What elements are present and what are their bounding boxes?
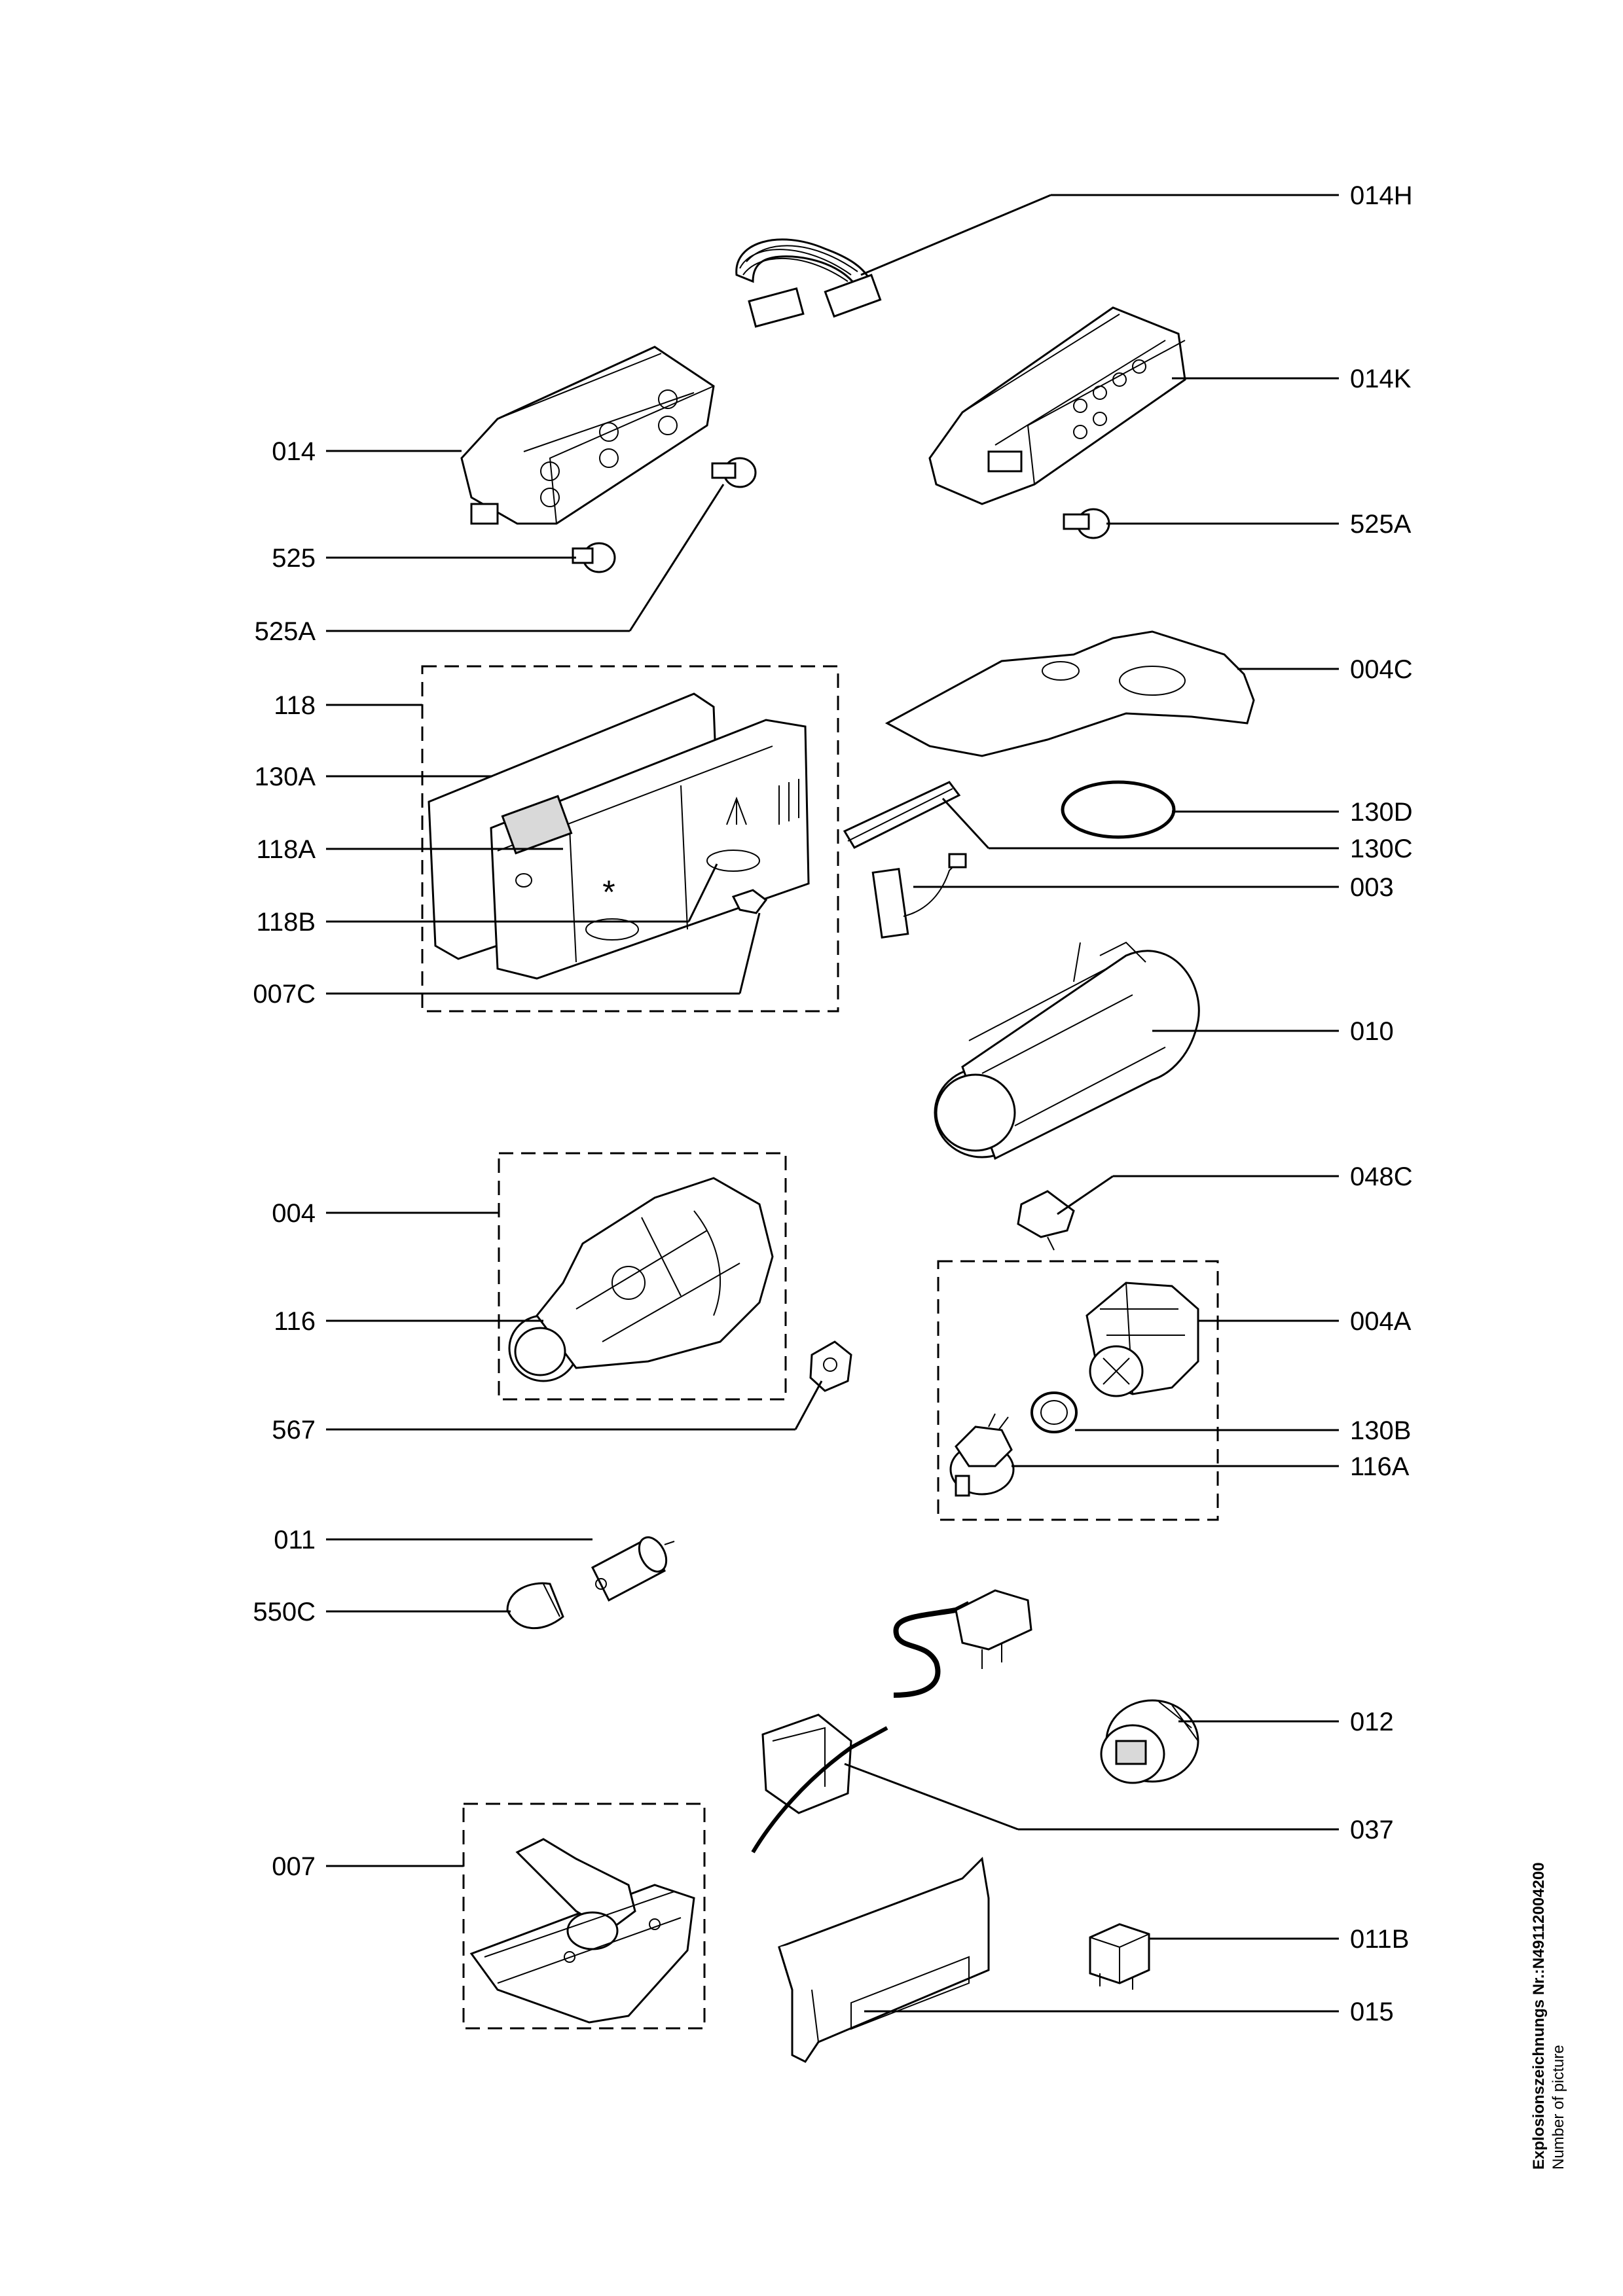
label-014: 014 xyxy=(272,437,316,466)
label-130B: 130B xyxy=(1350,1416,1411,1445)
cover-015 xyxy=(778,1856,990,2063)
group-box-004A xyxy=(937,1260,1219,1521)
label-003: 003 xyxy=(1350,873,1394,902)
gasket-ring-130D xyxy=(1061,780,1176,839)
label-525A-right: 525A xyxy=(1350,510,1412,539)
picture-number-line2: Number of picture xyxy=(1550,2045,1567,2170)
power-cord-plug xyxy=(893,1589,1032,1698)
label-118B: 118B xyxy=(257,908,316,937)
label-037: 037 xyxy=(1350,1816,1394,1844)
picture-number-caption: Explosionszeichnungs Nr.:N49112004200 Nu… xyxy=(1529,1862,1569,2170)
drain-pump-004A xyxy=(1085,1282,1199,1397)
label-130C: 130C xyxy=(1350,834,1413,863)
leader-037 xyxy=(844,1763,1019,1831)
wiring-harness-014H xyxy=(735,238,882,328)
group-box-118 xyxy=(421,665,839,1013)
group-box-004 xyxy=(498,1152,787,1401)
label-014H: 014H xyxy=(1350,181,1413,210)
picture-number-line1: Explosionszeichnungs Nr.:N49112004200 xyxy=(1530,1862,1548,2170)
label-014K: 014K xyxy=(1350,365,1412,393)
group-box-007 xyxy=(462,1803,706,2030)
leader-014H xyxy=(860,194,1051,276)
cover-plate-004C xyxy=(884,630,1255,757)
label-015: 015 xyxy=(1350,1998,1394,2026)
label-567: 567 xyxy=(272,1416,316,1444)
relay-011B xyxy=(1089,1923,1150,1990)
knob-525A-left xyxy=(711,457,757,488)
heater-010 xyxy=(934,941,1200,1160)
label-130D: 130D xyxy=(1350,798,1413,827)
leader-048C xyxy=(1057,1175,1114,1215)
part-labels: 014H 014K 014 525 525A 525A 004C 118 130… xyxy=(253,181,1412,2026)
seal-strip-130C xyxy=(843,781,961,849)
pressure-switch-116A xyxy=(949,1413,1015,1497)
seal-ring-130B xyxy=(1030,1391,1078,1433)
thermostat-048C xyxy=(1017,1190,1075,1251)
label-010: 010 xyxy=(1350,1017,1394,1046)
label-130A: 130A xyxy=(255,762,316,791)
label-525A-left: 525A xyxy=(255,617,316,646)
leader-lines xyxy=(326,194,1339,2013)
label-116: 116 xyxy=(274,1307,316,1336)
clip-007C xyxy=(731,889,768,914)
leader-130C xyxy=(941,797,990,850)
cap-550C xyxy=(506,1582,564,1630)
label-118: 118 xyxy=(274,691,316,720)
label-118A: 118A xyxy=(257,835,316,864)
label-525: 525 xyxy=(272,544,316,573)
label-116A: 116A xyxy=(1350,1452,1410,1481)
label-007C: 007C xyxy=(253,980,316,1009)
knob-525 xyxy=(572,542,616,573)
rotary-selector-012 xyxy=(1100,1699,1199,1784)
label-011B: 011B xyxy=(1350,1925,1409,1954)
svg-text:*: * xyxy=(602,874,615,910)
circulation-pump-004 xyxy=(508,1177,774,1382)
label-550C: 550C xyxy=(253,1598,316,1626)
spray-arm-007 xyxy=(469,1838,695,2024)
control-module-014K xyxy=(928,306,1186,505)
control-module-014 xyxy=(460,346,715,525)
label-048C: 048C xyxy=(1350,1162,1413,1191)
capacitor-011 xyxy=(591,1536,675,1602)
label-011: 011 xyxy=(274,1526,316,1554)
dispenser-118: * xyxy=(428,692,810,980)
label-004A: 004A xyxy=(1350,1307,1412,1336)
cable-holder-037 xyxy=(751,1713,888,1854)
knob-525A-right xyxy=(1063,508,1110,539)
label-007: 007 xyxy=(272,1852,316,1881)
label-012: 012 xyxy=(1350,1708,1394,1736)
sensor-003 xyxy=(871,853,967,939)
clamp-567 xyxy=(809,1340,852,1392)
label-004: 004 xyxy=(272,1199,316,1228)
label-004C: 004C xyxy=(1350,655,1413,684)
